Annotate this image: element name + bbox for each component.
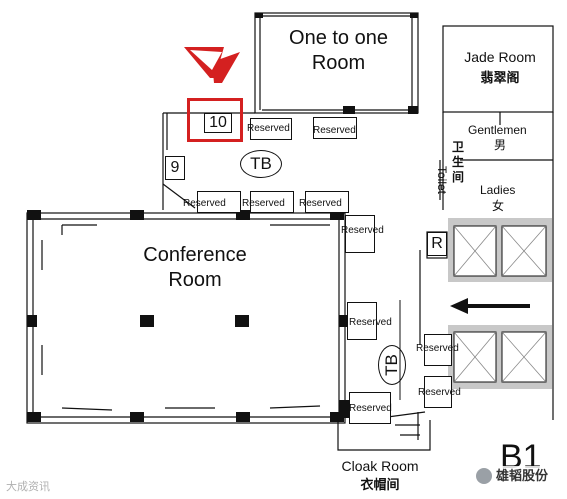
r-marker: R — [427, 232, 447, 256]
table-10-highlight — [187, 98, 243, 142]
cloak-room-label: Cloak Room — [341, 458, 419, 474]
table-9-marker: 9 — [165, 156, 185, 180]
watermark-right: 雄韬股份 — [496, 468, 549, 483]
one-to-one-room-label: One to one Room — [289, 27, 388, 74]
tb-marker-right-text: TB — [381, 354, 401, 376]
table-10-marker: 10 — [204, 113, 232, 133]
reserved-table — [424, 334, 452, 366]
reserved-label: Reserved — [247, 123, 290, 134]
watermark-badge — [470, 466, 560, 488]
reserved-label: Reserved — [313, 125, 356, 136]
direction-arrow-icon — [450, 298, 530, 314]
reserved-label: Reserved — [349, 403, 392, 414]
reserved-table — [197, 191, 241, 213]
reserved-table — [305, 191, 349, 213]
gentlemen-cn-label: 男 — [494, 138, 507, 152]
reserved-label: Reserved — [183, 198, 226, 209]
conference-room-label: Conference Room — [143, 244, 247, 291]
watermark-left: 大成资讯 — [6, 481, 50, 493]
reserved-label: Reserved — [242, 198, 285, 209]
tb-marker-right: TB — [378, 345, 406, 385]
reserved-label: Reserved — [416, 343, 459, 354]
reserved-table — [313, 117, 357, 139]
reserved-label: Reserved — [341, 225, 384, 236]
reserved-table — [424, 376, 452, 408]
jade-room-cn-label: 翡翠阁 — [480, 70, 520, 85]
reserved-table — [347, 302, 377, 340]
ladies-cn-label: 女 — [492, 199, 505, 213]
reserved-label: Reserved — [418, 387, 461, 398]
toilet-label: Toilet — [435, 166, 449, 195]
wechat-icon — [476, 468, 492, 484]
tb-marker-top: TB — [240, 150, 282, 178]
reserved-label: Reserved — [349, 317, 392, 328]
reserved-table — [349, 392, 391, 424]
ladies-label: Ladies — [480, 183, 516, 197]
toilet-cn-label: 卫生间 — [452, 140, 465, 184]
jade-room-label: Jade Room — [464, 49, 536, 65]
reserved-label: Reserved — [299, 198, 342, 209]
reserved-table — [250, 118, 292, 140]
reserved-table — [250, 191, 294, 213]
reserved-table — [345, 215, 375, 253]
gentlemen-label: Gentlemen — [468, 123, 527, 137]
brand-logo — [184, 47, 240, 83]
cloak-room-cn-label: 衣帽间 — [360, 477, 400, 492]
elevator-bank — [448, 218, 552, 389]
